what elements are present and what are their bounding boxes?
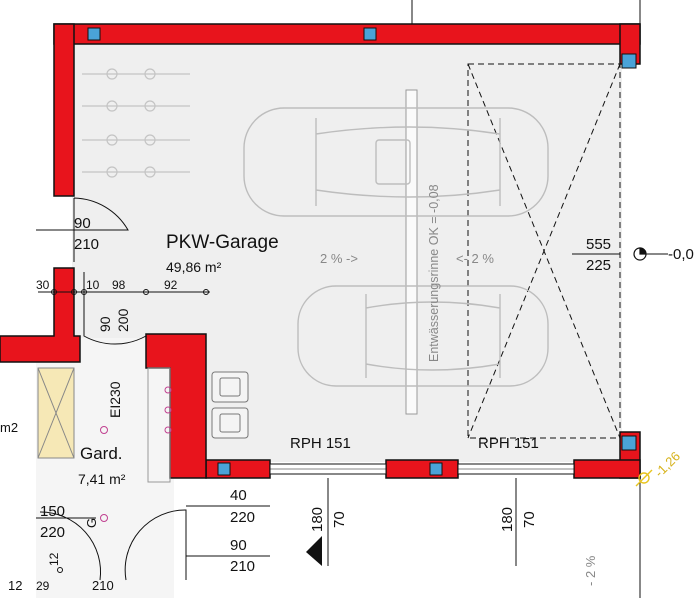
- g-label: G: [84, 518, 99, 528]
- shelf: [147, 367, 171, 483]
- socket-icon: [164, 406, 172, 414]
- dim-right-top: 555: [586, 236, 611, 253]
- drain-channel: [405, 89, 418, 415]
- wall-top: [53, 23, 641, 45]
- level-marker-icon: [633, 247, 647, 261]
- window-2-label: RPH 151: [478, 435, 539, 452]
- appliance-icon: [211, 371, 249, 439]
- wall-bottom-mid: [385, 459, 459, 479]
- door-4-height: 220: [230, 509, 255, 526]
- door-1-width: 90: [74, 215, 91, 232]
- door-4-width: 40: [230, 487, 247, 504]
- bicycles-icon: [82, 68, 190, 178]
- socket-icon: [164, 386, 172, 394]
- socket-icon: [100, 426, 108, 434]
- outside-level-icon: [635, 469, 653, 487]
- column: [621, 53, 637, 69]
- slope-label-left: 2 % ->: [320, 251, 358, 266]
- dim-chain-2: 98: [112, 278, 126, 292]
- area-fragment: m2: [0, 420, 18, 435]
- window-1-width: 180: [309, 507, 326, 532]
- dim-right-bottom: 225: [586, 257, 611, 274]
- dimension-lines: [36, 0, 668, 598]
- window-2-width: 180: [499, 507, 516, 532]
- dim-12b: 12: [8, 578, 22, 593]
- door-2-width: 90: [97, 316, 113, 332]
- wall-bottom-right: [573, 459, 641, 479]
- drain-label: Entwässerungsrinne OK = -0,08: [427, 184, 441, 362]
- dim-12: 12: [47, 552, 61, 566]
- column: [621, 435, 637, 451]
- slope-outside-label: - 2 %: [583, 555, 598, 586]
- storage-hatch: [37, 367, 75, 459]
- level-outside-label: -1,26: [652, 449, 684, 481]
- door-swing: [83, 272, 147, 345]
- door-1-height: 210: [74, 236, 99, 253]
- column: [87, 27, 101, 41]
- room-area-gard: 7,41 m²: [78, 471, 126, 487]
- door-swing: [124, 509, 187, 581]
- column: [363, 27, 377, 41]
- dim-chain-3: 92: [164, 278, 178, 292]
- socket-icon: [164, 426, 172, 434]
- window-1-label: RPH 151: [290, 435, 351, 452]
- room-area-garage: 49,86 m²: [166, 259, 222, 275]
- dim-29: 29: [36, 579, 50, 593]
- slope-label-right: <- 2 %: [456, 251, 494, 266]
- fire-rating-label: EI230: [107, 381, 123, 418]
- wall-bottom-left: [205, 459, 271, 479]
- car-top-icon: [243, 107, 549, 217]
- door-3-height: 220: [40, 524, 65, 541]
- section-arrow-icon: [306, 536, 322, 566]
- dim-chain-0: 30: [36, 278, 50, 292]
- room-name-garage: PKW-Garage: [166, 232, 279, 253]
- door-5-height: 210: [230, 558, 255, 575]
- dim-210: 210: [92, 578, 114, 593]
- door-swing: [39, 511, 102, 581]
- wall-left-upper: [53, 23, 75, 197]
- columns: [87, 27, 637, 476]
- window-1-height: 70: [331, 511, 348, 528]
- room-name-gard: Gard.: [80, 444, 123, 463]
- socket-icon: [100, 514, 108, 522]
- door-2-height: 200: [115, 308, 131, 332]
- car-bottom-icon: [297, 285, 549, 387]
- dim-chain-1: 10: [86, 278, 100, 292]
- gate-rect: [467, 63, 621, 439]
- gate-cross: [467, 63, 621, 439]
- level-label: -0,0: [668, 246, 694, 263]
- gate-diagonal: [467, 63, 621, 439]
- column: [429, 462, 443, 476]
- dimension-ticks: [51, 289, 209, 573]
- door-5-width: 90: [230, 537, 247, 554]
- door-3-width: 150: [40, 503, 65, 520]
- column: [217, 462, 231, 476]
- window-2-height: 70: [521, 511, 538, 528]
